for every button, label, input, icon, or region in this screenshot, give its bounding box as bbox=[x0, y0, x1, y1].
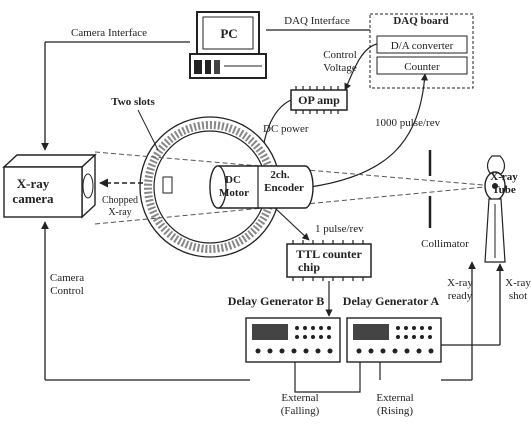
chopped-label-1: Chopped bbox=[102, 195, 138, 206]
pc-label: PC bbox=[220, 26, 237, 41]
control-voltage-line bbox=[344, 43, 378, 91]
control-voltage-label-2: Voltage bbox=[323, 62, 357, 74]
xray-tube-label-2: Tube bbox=[492, 184, 516, 196]
daq-board bbox=[369, 13, 474, 89]
xray-camera bbox=[2, 153, 97, 219]
camera-control-label-2: Control bbox=[50, 285, 84, 297]
xray-shot-label-1: X-ray bbox=[505, 277, 531, 289]
pulse-1000-label: 1000 pulse/rev bbox=[375, 117, 441, 129]
camera-control-line bbox=[41, 221, 250, 381]
ttl-label-2: chip bbox=[298, 260, 320, 274]
delay-a-label: Delay Generator A bbox=[343, 294, 440, 308]
pulse-1-label: 1 pulse/rev bbox=[315, 223, 364, 235]
dc-power-label: DC power bbox=[263, 123, 309, 135]
delay-generator-b bbox=[245, 317, 341, 363]
delay-b-label: Delay Generator B bbox=[228, 294, 324, 308]
motor-encoder bbox=[209, 165, 314, 209]
xray-shot-label-2: shot bbox=[509, 290, 527, 302]
daq-board-label: DAQ board bbox=[393, 15, 448, 27]
pulse-1-line bbox=[274, 207, 310, 241]
external-rising-label-2: (Rising) bbox=[377, 405, 413, 417]
xray-ready-label-2: ready bbox=[448, 290, 473, 302]
camera-interface-line bbox=[41, 41, 190, 151]
camera-interface-label: Camera Interface bbox=[71, 27, 147, 39]
external-trigger-lines bbox=[294, 362, 381, 393]
dc-motor-label-2: Motor bbox=[219, 187, 249, 199]
daq-interface-label: DAQ Interface bbox=[284, 15, 350, 27]
encoder-label-2: Encoder bbox=[264, 182, 304, 194]
external-rising-label-1: External bbox=[376, 392, 413, 404]
xray-camera-label-2: camera bbox=[12, 191, 54, 206]
dc-motor-label-1: DC bbox=[225, 174, 241, 186]
collimator-label: Collimator bbox=[421, 238, 469, 250]
counter-label: Counter bbox=[404, 61, 440, 73]
two-slots-label: Two slots bbox=[111, 96, 155, 108]
op-amp-label: OP amp bbox=[298, 93, 340, 107]
xray-ready-label-1: X-ray bbox=[447, 277, 473, 289]
external-falling-label-2: (Falling) bbox=[281, 405, 320, 417]
control-voltage-label-1: Control bbox=[323, 49, 357, 61]
xray-tube-label-1: X-ray bbox=[490, 171, 518, 183]
chopper-slot-left bbox=[162, 176, 173, 194]
external-falling-label-1: External bbox=[281, 392, 318, 404]
camera-control-label-1: Camera bbox=[50, 272, 84, 284]
chopped-label-2: X-ray bbox=[108, 207, 131, 218]
encoder-label-1: 2ch. bbox=[270, 169, 290, 181]
pc-computer bbox=[189, 11, 267, 79]
encoder-to-counter-line bbox=[309, 73, 429, 188]
xray-shot-line bbox=[441, 263, 504, 346]
ttl-label-1: TTL counter bbox=[296, 247, 362, 261]
xray-ready-line bbox=[441, 261, 476, 381]
xray-camera-label-1: X-ray bbox=[17, 176, 50, 191]
xray-tube bbox=[484, 155, 506, 263]
da-converter-label: D/A converter bbox=[391, 40, 454, 52]
delay-generator-a bbox=[346, 317, 442, 363]
ttl-counter-chip bbox=[286, 240, 372, 281]
two-slots-pointer bbox=[137, 109, 159, 151]
